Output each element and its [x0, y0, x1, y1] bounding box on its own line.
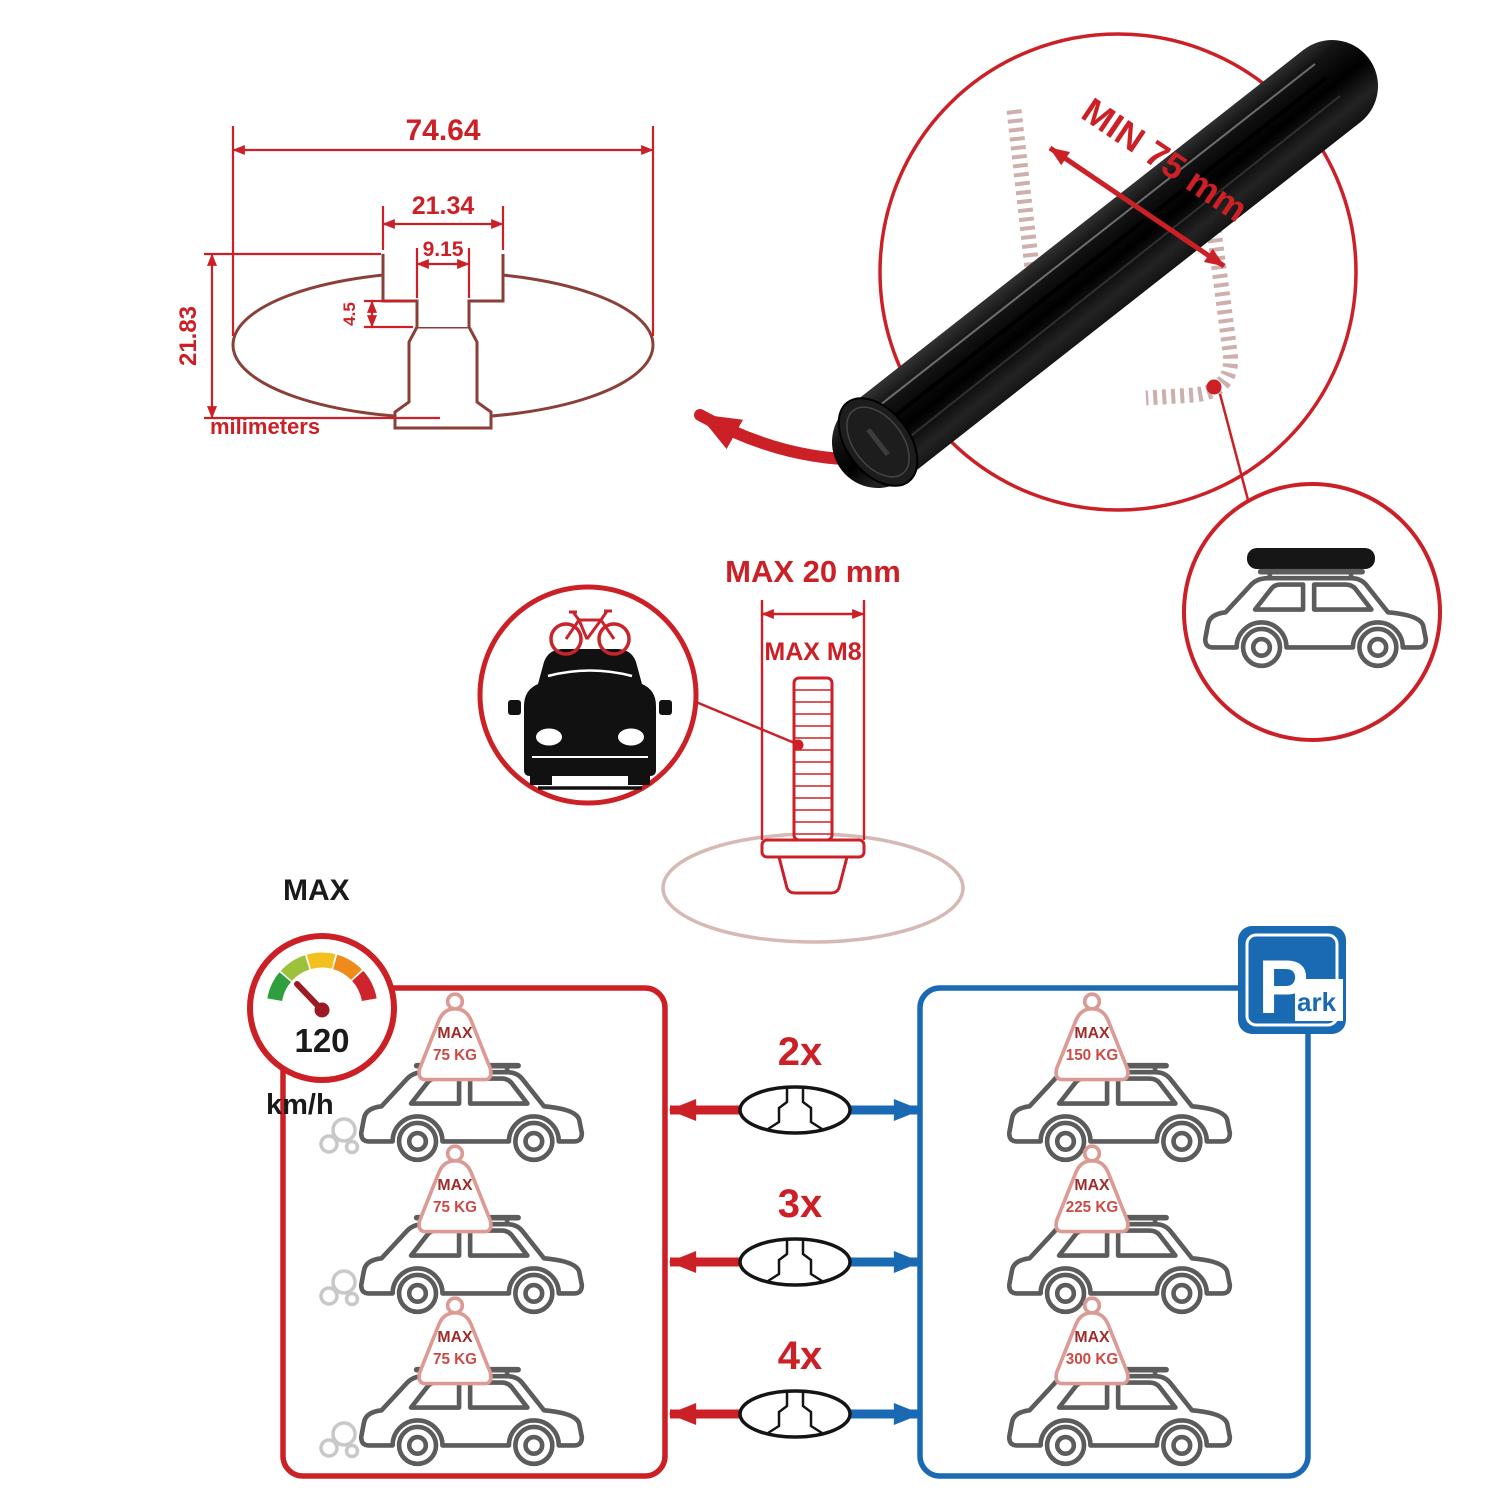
bar-count-row-1: 2x: [668, 1030, 922, 1135]
callout-dot: [1206, 379, 1222, 395]
min-span-arrow: [1048, 145, 1226, 269]
load-tag: MAX 300 KG: [1054, 1296, 1130, 1386]
bolt-dimension-diagram: MAX 20 mm MAX M8: [661, 554, 965, 944]
bolt-max-width-label: MAX 20 mm: [725, 554, 901, 589]
profile-notch-mask: [383, 254, 503, 327]
parked-car-row-1: MAX 150 KG: [1009, 992, 1230, 1160]
crossbar-end-cap: [837, 397, 919, 487]
dim-total-height-label: 21.83: [175, 306, 202, 366]
car-front-body: [524, 649, 656, 776]
dim-slot-outer-label: 21.34: [412, 192, 475, 220]
load-tag: MAX 150 KG: [1054, 992, 1130, 1082]
exhaust-smoke: [319, 1421, 360, 1459]
headlight-left: [536, 728, 562, 746]
bolt-callout-dot: [792, 739, 804, 751]
tag-label: MAX: [1074, 1025, 1110, 1042]
bolt-callout-line: [695, 700, 798, 746]
crossbar-lower-edge-line: [887, 95, 1341, 455]
load-tag: MAX 75 KG: [417, 1144, 493, 1234]
gauge-color-arcs: [267, 952, 377, 1002]
dim-units-label: milimeters: [210, 414, 320, 439]
driving-car-row-2: MAX 75 KG: [319, 1144, 582, 1312]
bike-icon: [549, 609, 631, 656]
car-bike-callout: [477, 584, 699, 806]
speed-limit-gauge: MAX 120 km/h: [247, 874, 397, 1121]
tag-value: 300 KG: [1066, 1351, 1119, 1368]
tag-value: 75 KG: [433, 1047, 477, 1064]
load-comparison: MAX 75 KG MAX 75 KG MAX: [280, 985, 1311, 1479]
bar-count-label: 3x: [778, 1182, 823, 1226]
tag-label: MAX: [437, 1329, 473, 1346]
bolt-thread-lines: [794, 689, 832, 835]
wheel-left: [530, 776, 552, 785]
windshield-line: [547, 669, 633, 678]
suv-roofbox-callout: [1182, 482, 1442, 742]
speed-units: km/h: [266, 1089, 334, 1121]
dim-total-width-label: 74.64: [405, 114, 480, 147]
speed-value: 120: [294, 1022, 349, 1059]
tag-label: MAX: [437, 1177, 473, 1194]
profile-icon-slot: [767, 1087, 823, 1131]
gauge-hub: [314, 1002, 330, 1018]
exhaust-smoke: [319, 1117, 360, 1155]
crossbar-profile-icon: [738, 1085, 852, 1135]
tag-value: 75 KG: [433, 1199, 477, 1216]
detail-circle-outline: [878, 32, 1358, 512]
parked-zone-box: [917, 985, 1311, 1479]
bar-count-label: 2x: [778, 1030, 823, 1074]
tag-value: 75 KG: [433, 1351, 477, 1368]
profile-icon-slot: [767, 1239, 823, 1283]
crossbar-render-detail: MIN 75 mm: [832, 32, 1378, 512]
exhaust-smoke: [319, 1269, 360, 1307]
callout-connector-line: [1218, 393, 1250, 501]
driving-car-row-3: MAX 75 KG: [319, 1296, 582, 1464]
dimension-lines: [204, 126, 655, 420]
bar-count-row-3: 4x: [668, 1334, 922, 1439]
load-tag: MAX 225 KG: [1054, 1144, 1130, 1234]
crossbar-profile-icon: [738, 1389, 852, 1439]
crossbar-profile-dimension-diagram: 74.64 21.34 9.15 4.5 21.83 milimeters: [175, 114, 655, 439]
bolt-flange: [760, 838, 866, 859]
tag-value: 225 KG: [1066, 1199, 1119, 1216]
bar-count-row-2: 3x: [668, 1182, 922, 1287]
parking-sign: P ark: [1238, 926, 1346, 1034]
dim-slot-inner-label: 9.15: [423, 238, 464, 261]
tag-value: 150 KG: [1066, 1047, 1119, 1064]
dim-slot-depth-label: 4.5: [340, 302, 359, 326]
parked-car-row-3: MAX 300 KG: [1009, 1296, 1230, 1464]
profile-icon-slot: [767, 1391, 823, 1435]
crossbar-profile-icon: [738, 1237, 852, 1287]
profile-channel-stem: [393, 325, 493, 430]
bolt-t-foot: [777, 855, 849, 895]
parked-car-row-2: MAX 225 KG: [1009, 1144, 1230, 1312]
tag-label: MAX: [1074, 1329, 1110, 1346]
headlight-right: [618, 728, 644, 746]
car-mirror-left: [508, 700, 521, 715]
driving-car-row-1: MAX 75 KG: [319, 992, 582, 1160]
car-mirror-right: [659, 700, 672, 715]
parking-chip: [1295, 979, 1343, 1021]
bar-count-label: 4x: [778, 1334, 823, 1378]
tag-label: MAX: [1074, 1177, 1110, 1194]
driving-zone-box: [280, 985, 668, 1479]
wheel-right: [628, 776, 650, 785]
speed-max-label: MAX: [283, 874, 350, 907]
roof-box: [1247, 548, 1375, 569]
load-tag: MAX 75 KG: [417, 992, 493, 1082]
bolt-dimension-lines: [760, 600, 866, 840]
tag-label: MAX: [437, 1025, 473, 1042]
bolt-thread-label: MAX M8: [764, 638, 861, 666]
parking-rest-label: ark: [1297, 987, 1337, 1017]
load-tag: MAX 75 KG: [417, 1296, 493, 1386]
